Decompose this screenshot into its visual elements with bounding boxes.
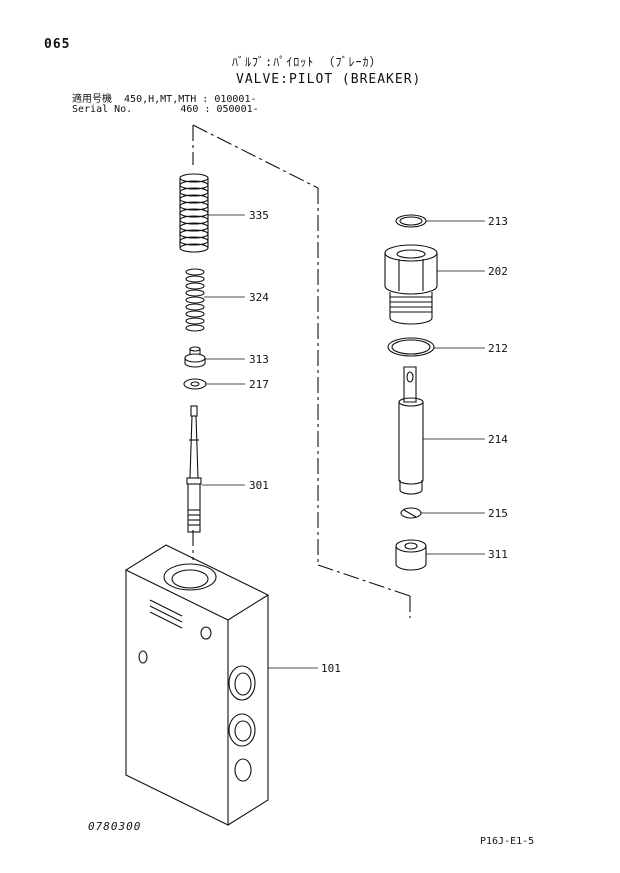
part-215-retaining-ring <box>400 507 422 519</box>
serial-number-line: Serial No. 460 : 050001- <box>72 104 259 115</box>
assembly-guide-lines <box>192 124 411 618</box>
part-217-washer <box>183 378 207 390</box>
label-part-335: 335 <box>249 209 269 222</box>
part-202-plug <box>384 244 438 325</box>
part-324-spring <box>185 268 205 332</box>
part-212-o-ring <box>387 337 435 357</box>
applicability-line: 適用号機 450,H,MT,MTH : 010001- <box>72 94 257 105</box>
part-214-rod <box>398 366 424 495</box>
label-part-215: 215 <box>488 507 508 520</box>
label-part-301: 301 <box>249 479 269 492</box>
drawing-number: 0780300 <box>88 820 142 833</box>
part-213-o-ring <box>395 214 427 228</box>
label-part-217: 217 <box>249 378 269 391</box>
leader-lines <box>202 214 485 555</box>
page-code: P16J-E1-5 <box>480 836 535 847</box>
label-part-311: 311 <box>488 548 508 561</box>
page-number: 065 <box>44 37 71 52</box>
part-number-labels: 335 324 313 217 301 101 213 202 212 214 … <box>249 209 508 675</box>
title-japanese: ﾊﾞﾙﾌﾞ:ﾊﾟｲﾛｯﾄ （ﾌﾞﾚｰｶ） <box>232 55 383 69</box>
part-301-spool <box>186 405 202 533</box>
label-part-324: 324 <box>249 291 269 304</box>
label-part-313: 313 <box>249 353 269 366</box>
part-311-bushing <box>395 539 427 571</box>
label-part-202: 202 <box>488 265 508 278</box>
label-part-101: 101 <box>321 662 341 675</box>
label-part-213: 213 <box>488 215 508 228</box>
part-335-spring-sleeve <box>179 173 209 253</box>
part-101-valve-body <box>124 544 318 826</box>
title-english: VALVE:PILOT (BREAKER) <box>236 72 422 87</box>
label-part-212: 212 <box>488 342 508 355</box>
part-313-spring-seat <box>184 346 206 368</box>
label-part-214: 214 <box>488 433 508 446</box>
